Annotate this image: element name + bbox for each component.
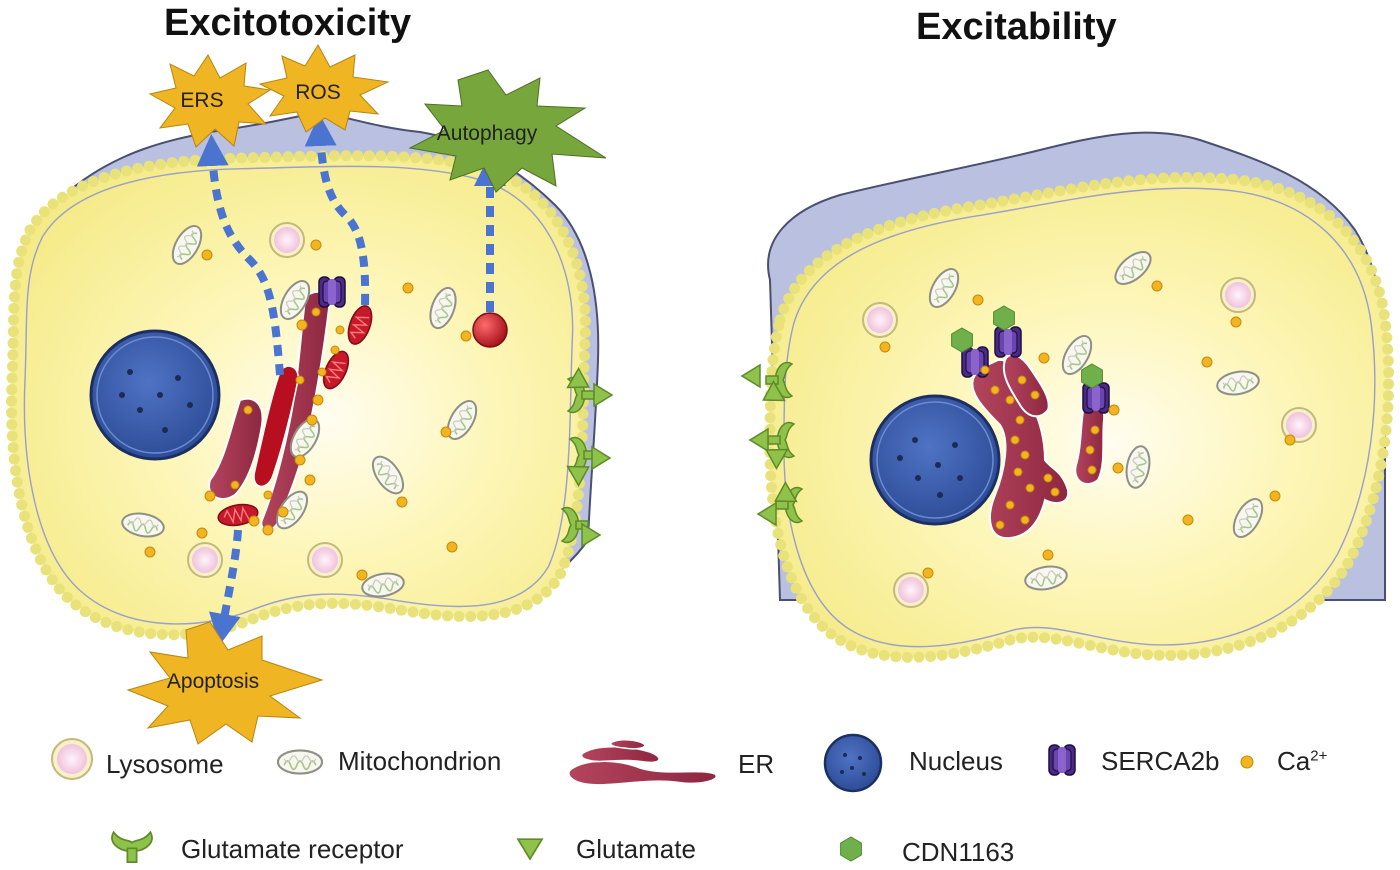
left-calcium-dots (144, 239, 472, 581)
left-lysosome (187, 542, 223, 578)
legend-nucleus-icon (823, 733, 883, 793)
autophagy-label: Autophagy (436, 122, 538, 145)
ros-burst (258, 44, 390, 133)
right-lysosome (862, 302, 898, 338)
right-er (971, 353, 1106, 540)
left-membrane (5, 150, 591, 641)
right-nucleus (869, 394, 1001, 526)
legend-nucleus-label: Nucleus (909, 746, 1003, 776)
ers-burst (148, 54, 272, 148)
legend-calcium-icon (1240, 755, 1254, 769)
right-glutamate (749, 428, 769, 452)
legend-lysosome-label: Lysosome (106, 749, 224, 779)
legend-mitochondrion-label: Mitochondrion (338, 746, 502, 776)
right-glutamate (741, 364, 761, 388)
left-glutamate (581, 523, 601, 547)
left-serca2b (318, 276, 346, 308)
autophagosome (472, 312, 508, 348)
right-membrane (764, 171, 1395, 663)
legend-glutamate-receptor-label: Glutamate receptor (181, 834, 404, 864)
legend-calcium-label: Ca2+ (1277, 746, 1327, 777)
legend-glutamate-label: Glutamate (576, 834, 696, 864)
ros-label: ROS (295, 81, 341, 104)
legend-er-label: ER (738, 749, 775, 779)
left-arrows (196, 114, 506, 646)
right-lysosome (893, 572, 929, 608)
left-glutamate (591, 446, 611, 470)
right-cell (741, 131, 1395, 663)
right-calcium-dots (879, 280, 1296, 579)
legend-glutamate-receptor-icon (111, 831, 153, 863)
left-cell (5, 44, 613, 745)
legend-cdn1163-icon (840, 836, 862, 862)
legend-calcium-sup: 2+ (1310, 747, 1328, 765)
right-lysosome (1220, 277, 1256, 313)
left-title: Excitotoxicity (164, 2, 412, 44)
right-serca2b (994, 326, 1022, 358)
left-nucleus (89, 329, 221, 461)
right-title: Excitability (916, 6, 1117, 48)
left-glutamate (593, 383, 613, 407)
autophagy-burst (408, 69, 607, 193)
left-lysosome (269, 222, 305, 258)
ers-label: ERS (180, 89, 224, 112)
legend-serca2b-icon (1048, 744, 1076, 776)
legend-er-icon (568, 739, 718, 786)
legend-glutamate-icon (517, 838, 543, 860)
right-serca2b (1082, 382, 1110, 414)
legend-calcium-base: Ca (1277, 746, 1311, 776)
legend-cdn1163-label: CDN1163 (902, 837, 1015, 867)
legend-lysosome-icon (51, 738, 93, 780)
apoptosis-burst (126, 621, 324, 745)
apoptosis-label: Apoptosis (166, 670, 260, 693)
legend-mitochondrion-icon (276, 749, 324, 775)
legend-serca2b-label: SERCA2b (1101, 746, 1220, 776)
legend-icons (51, 733, 1254, 863)
left-lysosome (307, 542, 343, 578)
right-glutamate (757, 502, 777, 526)
